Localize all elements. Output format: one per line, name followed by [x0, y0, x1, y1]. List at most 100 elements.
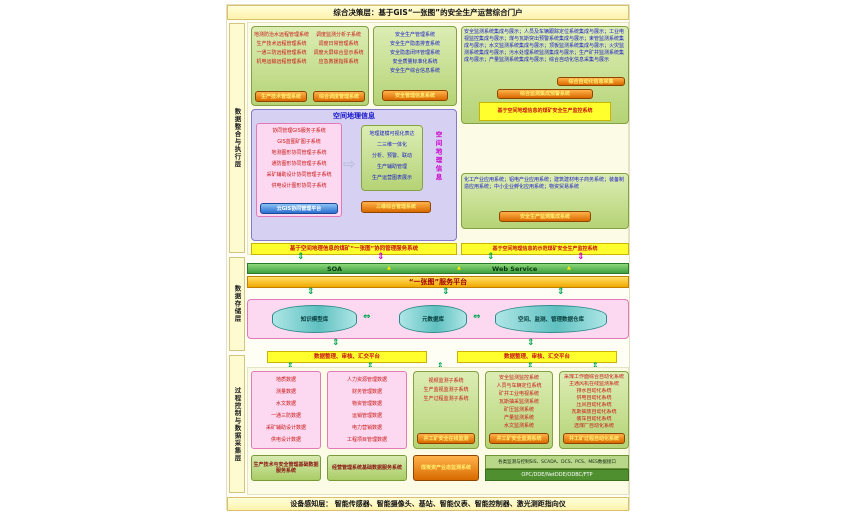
list-item: 生产辅助管理: [376, 164, 407, 170]
automation-list: 采煤工作面综合自动化系统主通风机在线监测系统排水自动化系统供电自动化系统压风自动…: [561, 374, 627, 430]
vertical-arrow-icon: ⇕: [307, 287, 315, 297]
gis-box-title: 空间地理信息: [333, 112, 375, 120]
spatial-monitor-warehouse: 空间、监测、管理数据仓库: [495, 305, 607, 333]
list-item: 安全生产管理系统: [394, 32, 435, 38]
list-item: 地测图形协同管理子系统: [271, 150, 327, 156]
operation-base-data-footer: 经营管理系统基础数据服务系统: [327, 455, 407, 481]
interface-bar-line2: OPC/DDE/NetDDE/ODBC/FTP: [485, 469, 629, 481]
layer-label-storage-text: 数据存储层: [233, 285, 241, 323]
remote-systems-col1: 地测防治水远程管理系统生产技术远程管理系统一通三防远程管理系统机电运输远程管理系…: [254, 31, 309, 67]
list-item: 水文数据: [275, 401, 296, 407]
mine-online-monitor-button: 井工矿安全在线监测: [417, 433, 475, 444]
threed-mgmt-button: 三维综合管理系统: [361, 201, 431, 213]
monitor-integration-text: 安全监测系统集成与展示；人员及车辆跟踪定位系统集成与展示；工业电视监控集成与展示…: [464, 29, 625, 63]
vertical-arrow-icon: ⇕: [287, 361, 294, 370]
list-item: 测量数据: [275, 389, 296, 395]
list-item: 分析、预警、联动: [371, 153, 412, 159]
list-item: GIS蓝图矿图子系统: [277, 139, 321, 145]
list-item: 选煤厂自动化系统: [573, 423, 614, 429]
vertical-arrow-icon: ⇕: [442, 287, 450, 297]
list-item: 运销管理数据: [351, 413, 382, 419]
layer-label-storage: 数据存储层: [229, 257, 245, 351]
list-item: 采矿辅助设计协同管理子系统: [266, 172, 332, 178]
flow-arrow-icon: ⇨: [343, 155, 356, 173]
gis-safety-monitor-label: 基于空间地理信息的煤矿安全生产监控系统: [479, 102, 611, 121]
list-item: 瓦斯抽放自动化系统: [571, 409, 617, 415]
data-exchange-platform-left: 数据整理、审核、汇交平台: [267, 351, 427, 363]
soa-bar: [247, 263, 629, 274]
mine-process-auto-button: 井工矿过程自动化系统: [563, 433, 625, 444]
list-item: 排水自动化系统: [576, 388, 612, 394]
monitor-warning-button: 综合监测集成预警系统: [497, 89, 593, 99]
gis-side-label-text: 空间地理信息: [434, 131, 442, 182]
auto-info-collect-button: 综合自动化信息采集: [557, 77, 625, 86]
list-item: 生产技术远程管理系统: [256, 41, 307, 47]
list-item: 安全生产隐患排查系统: [389, 41, 440, 47]
layer-label-process-text: 过程控制与数据采集层: [233, 386, 241, 462]
list-item: 装车自动化系统: [576, 416, 612, 422]
up-triangle-icon: ▲: [387, 265, 391, 271]
list-item: 调度大屏综合显示系统: [313, 50, 364, 56]
gis-side-label: 空间地理信息: [433, 131, 443, 215]
list-item: 采煤工作面综合自动化系统: [563, 374, 624, 380]
soa-label: SOA: [327, 265, 343, 273]
vertical-arrow-icon: ⇕: [557, 287, 565, 297]
list-item: 安全生产综合信息系统: [389, 68, 440, 74]
mgmt-data-list: 人力资源管理数据财务管理数据物资管理数据运销管理数据电力营销数据工程项目管理数据: [329, 374, 405, 446]
industry-apps-text: 化工产业应用系统；铝电产业应用系统；建筑建材电子商务系统；装备制造应用系统；中小…: [464, 177, 625, 190]
metadata-db: 元数据库: [399, 305, 467, 333]
vertical-arrow-icon: ⇕: [367, 361, 374, 370]
safety-mgmt-list: 安全生产管理系统安全生产隐患排查系统安全隐患闭环管理系统安全质量标准化系统安全生…: [376, 31, 454, 76]
list-item: 应急救援指挥系统: [318, 59, 359, 65]
list-item: 矿井工业电视系统: [498, 391, 539, 397]
knowledge-model-db: 知识模型库: [272, 305, 357, 333]
geo-data-list: 地质数据测量数据水文数据一通三防数据采矿辅助设计数据供电设计数据: [253, 374, 319, 446]
list-item: 视频监测子系统: [428, 378, 464, 384]
web-service-label: Web Service: [492, 265, 538, 273]
safety-monitor-integration-button: 安全生产监测集成系统: [499, 211, 591, 222]
list-item: 生产过程监测子系统: [423, 396, 469, 402]
vertical-arrow-icon: ⇕: [527, 338, 535, 348]
safety-info-button: 安全管理信息系统: [382, 90, 448, 101]
list-item: 地测防治水远程管理系统: [254, 32, 309, 38]
up-triangle-icon: ▲: [567, 265, 571, 271]
coal-asset-monitor-button: 煤炭资产业态监测系统: [413, 455, 479, 481]
top-banner-text: 综合决策层：基于GIS“一张图”的安全生产运营综合门户: [333, 8, 523, 17]
list-item: 一通三防远程管理系统: [256, 50, 307, 56]
list-item: 压风自动化系统: [576, 402, 612, 408]
gis-subsystem-panel: [256, 123, 342, 217]
vertical-arrow-icon: ⇕: [377, 252, 385, 262]
vertical-arrow-icon: ⇕: [577, 252, 585, 262]
list-item: 电力营销数据: [351, 425, 382, 431]
list-item: 人力资源管理数据: [346, 377, 387, 383]
list-item: 机电运输远程管理系统: [256, 59, 307, 65]
layer-label-process: 过程控制与数据采集层: [229, 355, 245, 493]
vertical-arrow-icon: ⇕: [487, 252, 495, 262]
remote-systems-col2: 调度监测分析子系统调度日常管理系统调度大屏综合显示系统应急救援指挥系统: [311, 31, 366, 67]
bottom-banner-text: 设备感知层： 智能传感器、智能摄像头、基站、智能仪表、智能控制器、激光测距指向仪: [290, 500, 566, 508]
list-item: 生产运营图表展示: [371, 175, 412, 181]
list-item: 协同管理GIS服务子系统: [272, 128, 326, 134]
interface-bar-line1: 各类监测与控制SIS、SCADA、DCS、PCS、MES数据接口: [485, 455, 629, 469]
list-item: 生产监视监测子系统: [423, 387, 469, 393]
horizontal-arrow-icon: ⇔: [473, 312, 481, 322]
demo-mine-monitor-label: 基于空间地理信息的示范煤矿安全生产监控系统: [461, 243, 629, 255]
vertical-arrow-icon: ⇕: [297, 252, 305, 262]
prod-tech-mgmt-button: 生产技术管理系统: [255, 91, 307, 102]
list-item: 供电设计图形协同子系统: [271, 183, 327, 189]
vertical-arrow-icon: ⇕: [332, 338, 340, 348]
data-exchange-platform-right: 数据整理、审核、汇交平台: [457, 351, 617, 363]
list-item: 安全监测监控系统: [498, 375, 539, 381]
list-item: 安全隐患闭环管理系统: [389, 50, 440, 56]
up-triangle-icon: ▲: [457, 265, 461, 271]
list-item: 安全质量标准化系统: [392, 59, 438, 65]
vertical-arrow-icon: ⇕: [437, 361, 444, 370]
list-item: 人员与车辆定位系统: [496, 383, 542, 389]
list-item: 瓦斯抽采监测系统: [498, 399, 539, 405]
list-item: 供电设计数据: [270, 437, 301, 443]
video-monitor-list: 视频监测子系统生产监视监测子系统生产过程监测子系统: [415, 377, 477, 404]
layer-label-integration-text: 数据整合与执行层: [233, 108, 241, 168]
list-item: 一通三防数据: [270, 413, 301, 419]
vertical-arrow-icon: ⇕: [592, 361, 599, 370]
